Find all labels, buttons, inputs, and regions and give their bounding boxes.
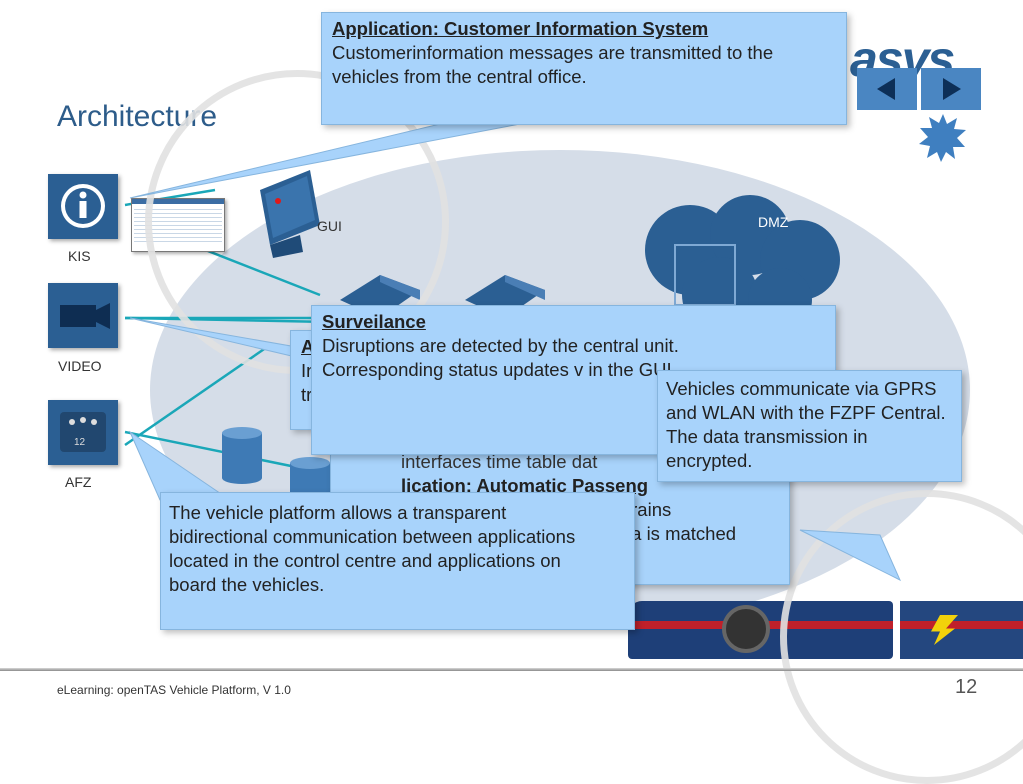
vehicle-comm-callout: Vehicles communicate via GPRS and WLAN w… [657,370,962,482]
footer-text: eLearning: openTAS Vehicle Platform, V 1… [57,683,291,697]
afz-callout-line: trains [626,499,672,520]
info-icon [61,184,105,228]
prev-slide-button[interactable] [857,68,917,110]
surveillance-callout-heading: Surveilance [322,311,426,332]
page-number: 12 [955,676,978,698]
dmz-label: DMZ [758,214,789,230]
film-reel-icon [722,605,770,653]
passenger-counter-icon [60,412,106,452]
afz-badge: 12 [74,437,86,448]
afz-callout-partial: interfaces time table dat [401,451,598,472]
next-slide-button[interactable] [921,68,981,110]
video-camera-icon [60,303,110,329]
kis-callout-body: Customerinformation messages are transmi… [332,42,774,87]
video-system-icon[interactable] [48,283,118,348]
triangle-left-icon [877,78,895,100]
triangle-right-icon [943,78,961,100]
kis-system-icon[interactable] [48,174,118,239]
platform-callout: The vehicle platform allows a transparen… [160,492,635,630]
afz-callout-heading: lication: Automatic Passeng [401,475,649,496]
video-label: VIDEO [58,358,102,374]
surveillance-callout-body: Disruptions are detected by the central … [322,335,679,380]
afz-system-icon[interactable]: 12 [48,400,118,465]
footer-divider [0,668,1023,671]
kis-app-callout: Application: Customer Information System… [321,12,847,125]
kis-label: KIS [68,248,91,264]
kis-callout-heading: Application: Customer Information System [332,18,709,39]
platform-callout-text: The vehicle platform allows a transparen… [169,502,576,595]
video-callout-line: tr [301,384,313,405]
vehicle-comm-text: Vehicles communicate via GPRS and WLAN w… [666,378,946,471]
afz-label: AFZ [65,474,92,490]
starburst-icon [919,114,966,162]
database-icon [222,427,262,484]
afz-callout-line: ta is matched [626,523,737,544]
